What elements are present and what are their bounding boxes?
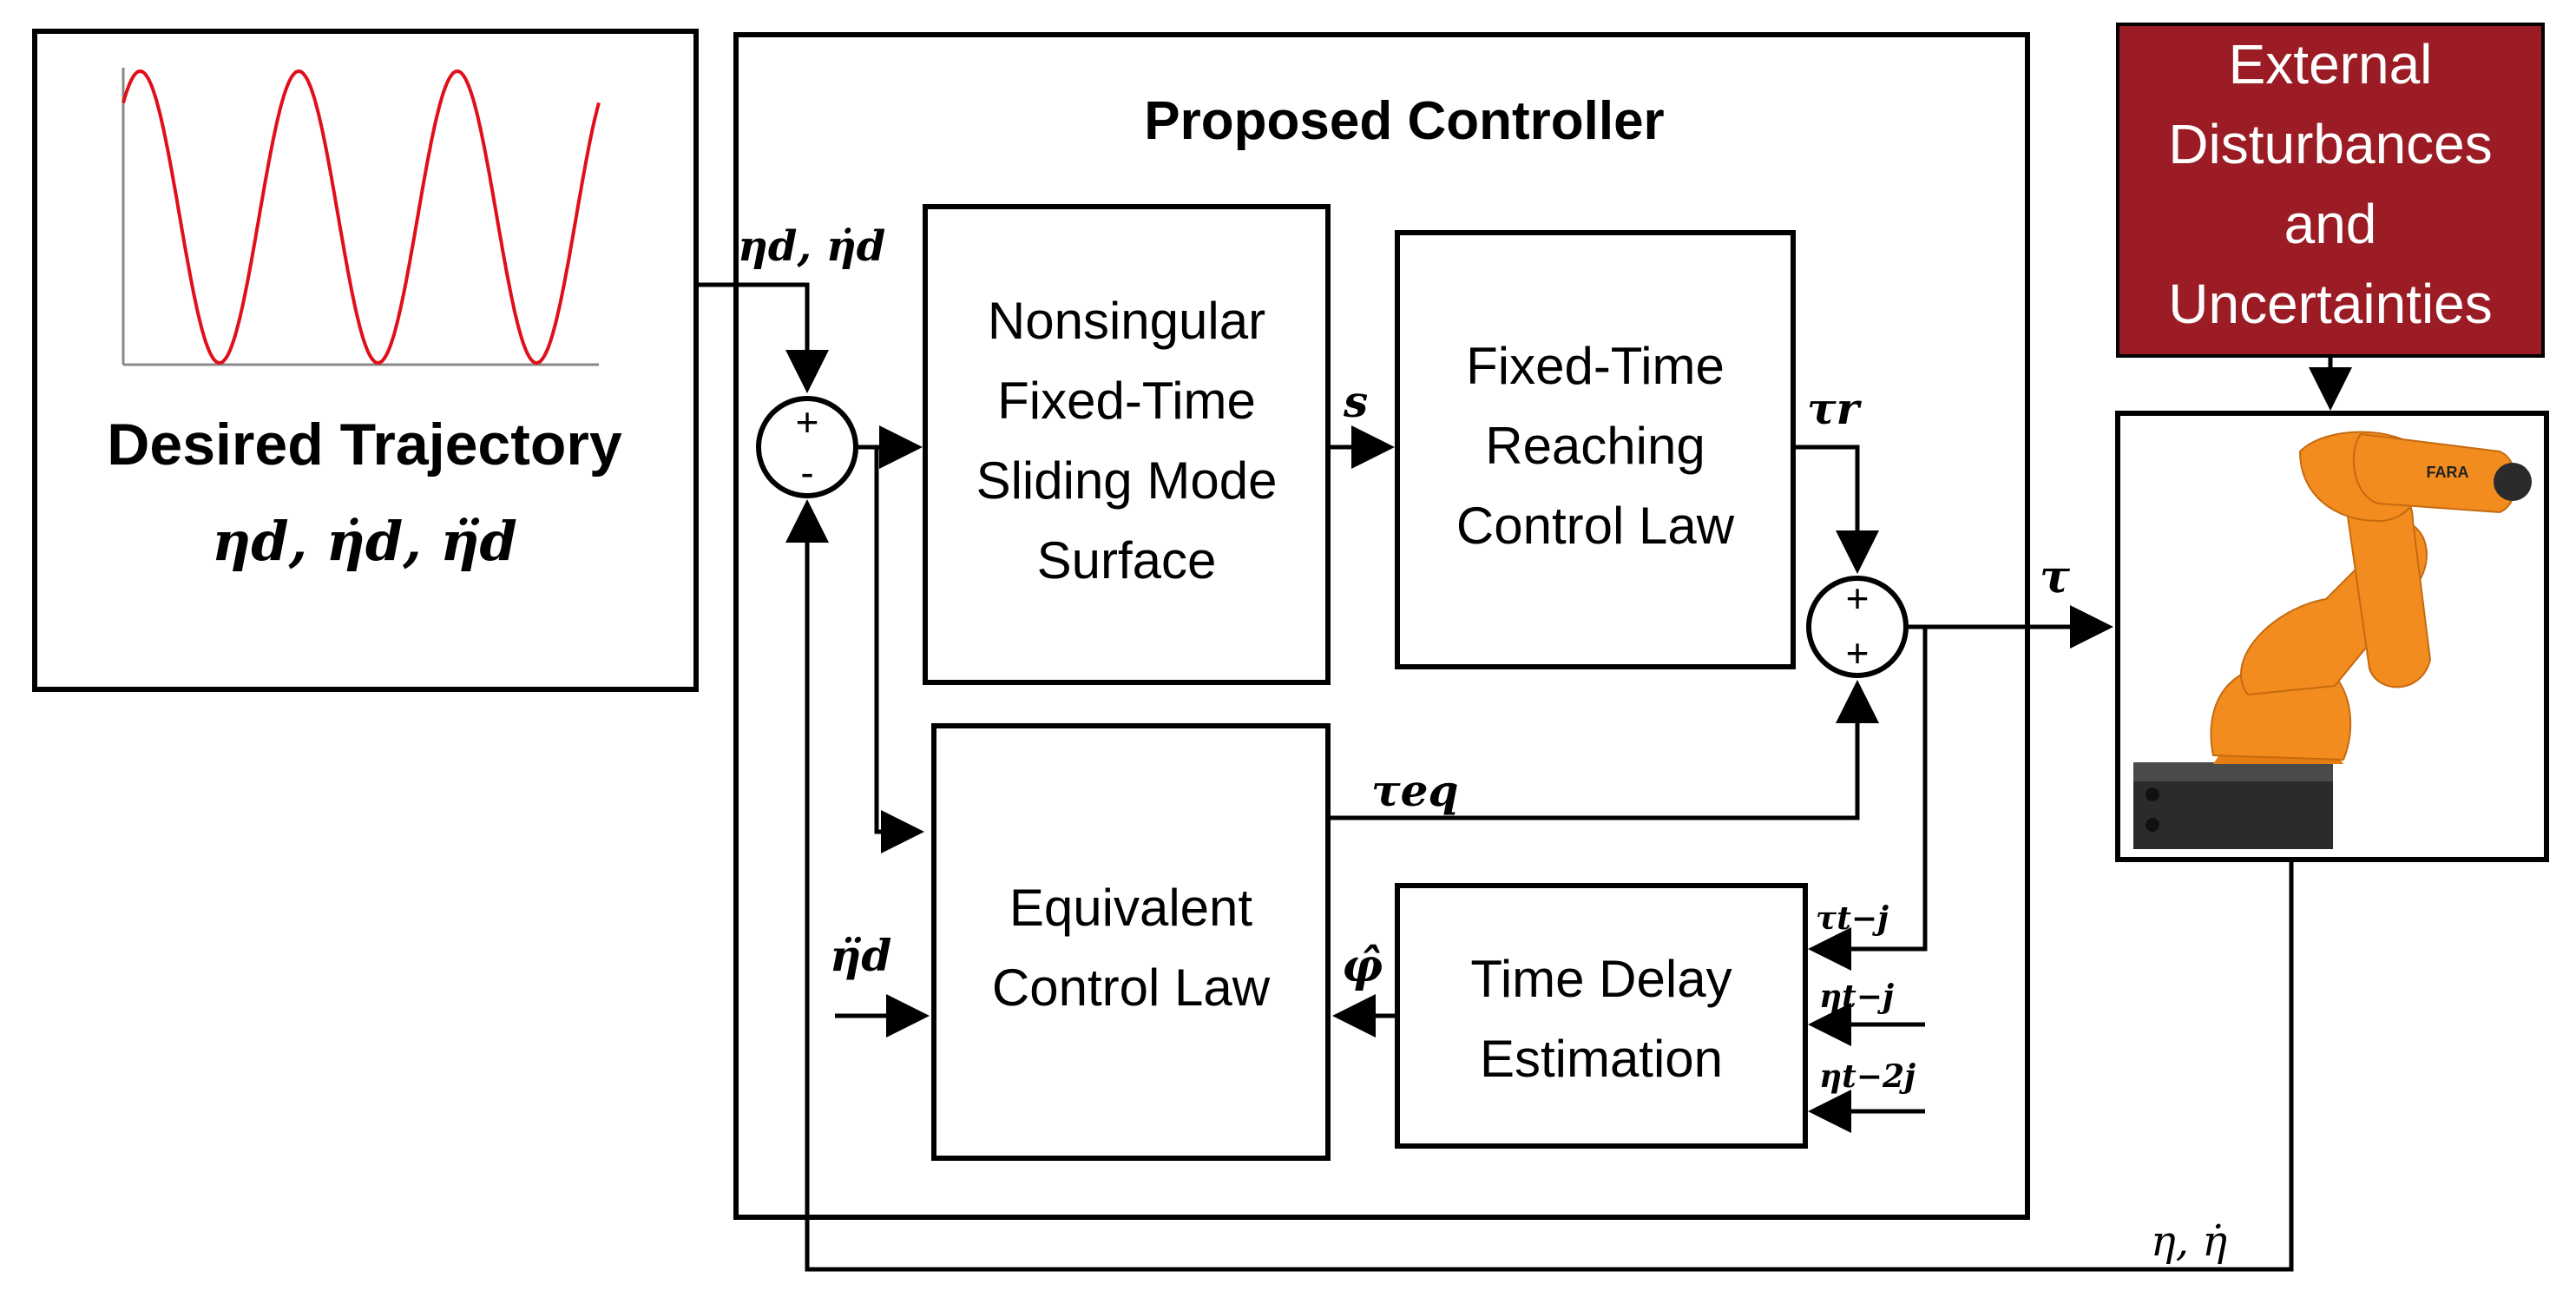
sliding-surface-line-4: Surface	[1037, 531, 1217, 590]
sine-wave-plot	[122, 69, 601, 366]
summing-junction-1: + -	[756, 396, 858, 498]
disturbance-line-2: Disturbances	[2168, 113, 2493, 175]
sum1-minus-sign: -	[800, 450, 813, 495]
disturbance-line-1: External	[2229, 33, 2433, 96]
label-tau-t-j: τt−j	[1816, 900, 1889, 937]
proposed-controller-block: Proposed Controller	[733, 32, 2030, 1220]
reaching-law-line-3: Control Law	[1456, 497, 1735, 555]
desired-trajectory-block: Desired Trajectory ηd, η̇d, η̈d	[32, 29, 699, 692]
summing-junction-2: + +	[1806, 576, 1909, 678]
sum2-top-plus: +	[1846, 576, 1870, 621]
label-phi-hat: φ̂	[1342, 939, 1383, 992]
sum1-plus-sign: +	[796, 399, 819, 445]
robot-brand-label: FARA	[2427, 464, 2469, 481]
external-disturbances-block: External Disturbances and Uncertainties	[2116, 23, 2545, 358]
reaching-law-line-2: Reaching	[1485, 417, 1705, 475]
disturbance-line-4: Uncertainties	[2168, 273, 2493, 335]
reaching-law-block: Fixed-Time Reaching Control Law	[1395, 230, 1796, 669]
reaching-law-line-1: Fixed-Time	[1466, 337, 1725, 395]
signal-lines	[696, 282, 2352, 1272]
trajectory-title: Desired Trajectory	[107, 412, 622, 478]
time-delay-estimation-block: Time Delay Estimation	[1395, 883, 1808, 1149]
signal-labels: ηd, η̇d s τr τ τeq τt−j ηt−j ηt−2j φ̂ η̈…	[738, 222, 2227, 1266]
label-s: s	[1343, 376, 1368, 427]
sliding-surface-block: Nonsingular Fixed-Time Sliding Mode Surf…	[923, 204, 1331, 685]
sliding-surface-line-1: Nonsingular	[988, 292, 1265, 350]
robot-arm-image: FARA	[2133, 431, 2532, 849]
label-eta-dd: η̈d	[830, 930, 891, 981]
robot-plant-block: FARA	[2115, 411, 2549, 862]
controller-title: Proposed Controller	[1144, 91, 1664, 151]
label-tau: τ	[2040, 550, 2071, 603]
tde-line-1: Time Delay	[1470, 950, 1732, 1008]
label-tau-eq: τeq	[1371, 765, 1458, 816]
tde-line-2: Estimation	[1480, 1030, 1723, 1088]
equivalent-law-line-2: Control Law	[992, 959, 1271, 1017]
disturbance-line-3: and	[2284, 193, 2377, 255]
sum2-bottom-plus: +	[1846, 630, 1870, 675]
sliding-surface-line-2: Fixed-Time	[997, 372, 1256, 430]
label-eta-t-j: ηt−j	[1819, 978, 1894, 1015]
label-feedback: η, η̇	[2151, 1217, 2227, 1266]
sliding-surface-line-3: Sliding Mode	[976, 451, 1278, 510]
equivalent-law-line-1: Equivalent	[1009, 879, 1253, 937]
equivalent-control-block: Equivalent Control Law	[931, 723, 1331, 1161]
label-eta-t-2j: ηt−2j	[1819, 1058, 1916, 1095]
label-tau-r: τr	[1807, 383, 1863, 434]
label-eta-d-dot: ηd, η̇d	[738, 222, 885, 271]
trajectory-signals: ηd, η̇d, η̈d	[212, 510, 517, 573]
